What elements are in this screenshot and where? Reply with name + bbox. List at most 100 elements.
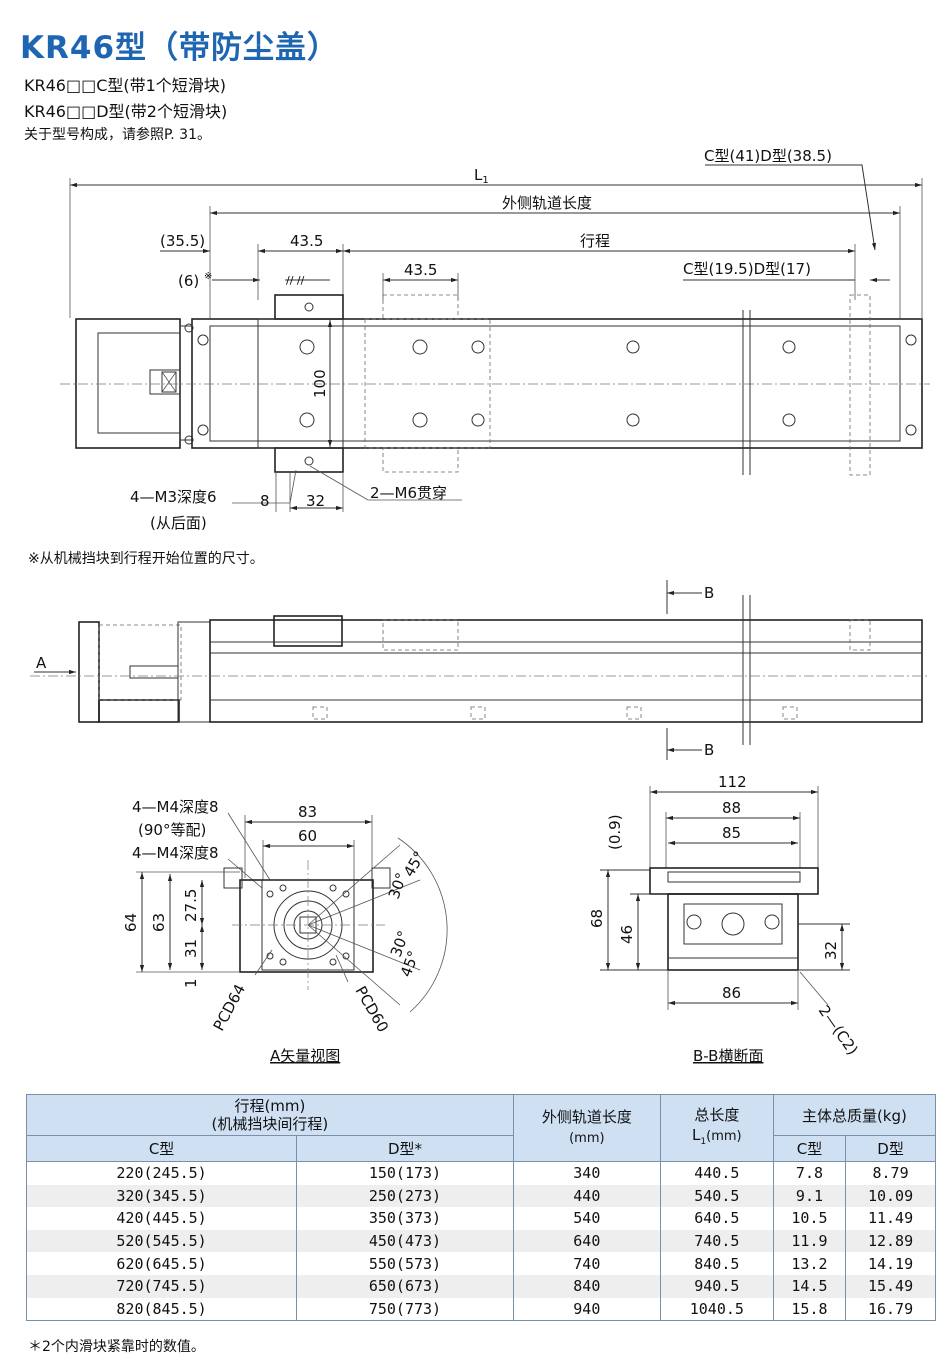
label-m4-a-pitch: (90°等配) — [138, 821, 206, 839]
cell-rail-length: 640 — [512, 1229, 661, 1253]
table-row: 620(645.5) 550(573) 740 840.5 13.2 14.19 — [25, 1252, 936, 1275]
label-pcd64: PCD64 — [210, 981, 249, 1034]
model-c-line: KR46□□C型(带1个短滑块) — [24, 76, 227, 95]
cell-stroke-d: 550(573) — [296, 1252, 514, 1275]
drawing-area: L1 C型(41)D型(38.5) 外侧轨道长度 (35.5) 43.5 行程 … — [28, 147, 930, 1065]
dim-32-bb: 32 — [822, 941, 840, 960]
slider-bracket-bottom — [274, 447, 344, 473]
dim-68: 68 — [588, 909, 606, 928]
top-view-footnote: ※从机械挡块到行程开始位置的尺寸。 — [28, 551, 264, 567]
cell-stroke-d: 150(173) — [296, 1161, 514, 1185]
table-row: 220(245.5) 150(173) 340 440.5 7.8 8.79 — [25, 1161, 936, 1185]
cell-rail-length: 340 — [512, 1161, 661, 1185]
cell-mass-d: 15.49 — [845, 1274, 936, 1298]
dim-88: 88 — [722, 799, 741, 817]
cell-rail-length: 940 — [512, 1297, 661, 1322]
cell-total-length: 740.5 — [659, 1229, 774, 1253]
side-view: B B A — [30, 580, 930, 760]
label-m4-b: 4—M4深度8 — [132, 844, 219, 862]
svg-text:// //: // // — [286, 274, 305, 287]
cell-mass-c: 14.5 — [772, 1274, 847, 1298]
bb-view-caption: B-B横断面 — [693, 1047, 763, 1065]
table-row: 720(745.5) 650(673) 840 940.5 14.5 15.49 — [25, 1274, 936, 1298]
rail-section — [667, 893, 799, 971]
cell-mass-c: 7.8 — [772, 1161, 847, 1185]
cell-mass-c: 10.5 — [772, 1207, 847, 1230]
label-m3-back: (从后面) — [150, 514, 207, 532]
label-pcd60: PCD60 — [352, 983, 393, 1035]
label-m3: 4—M3深度6 — [130, 488, 217, 506]
cell-mass-d: 12.89 — [845, 1229, 936, 1253]
bb-view: 112 88 85 (0.9) 68 46 32 86 2—(C2) — [588, 773, 862, 1065]
header-stroke-c: C型 — [25, 1135, 298, 1162]
dim-83: 83 — [298, 803, 317, 821]
header-stroke: 行程(mm)(机械挡块间行程) — [26, 1094, 514, 1136]
cell-total-length: 1040.5 — [659, 1297, 774, 1322]
cell-stroke-c: 420(445.5) — [25, 1207, 298, 1230]
side-rail-body — [209, 619, 923, 723]
cell-total-length: 840.5 — [659, 1252, 774, 1275]
cell-rail-length: 440 — [512, 1184, 661, 1208]
label-m6: 2—M6贯穿 — [370, 484, 447, 502]
table-row: 420(445.5) 350(373) 540 640.5 10.5 11.49 — [25, 1207, 936, 1230]
dim-0-9: (0.9) — [606, 814, 624, 850]
header-mass-d: D型 — [845, 1135, 936, 1162]
a-view-caption: A矢量视图 — [270, 1047, 340, 1065]
header-mass: 主体总质量(kg) — [772, 1094, 937, 1136]
header-rail-length: 外侧轨道长度(mm) — [512, 1094, 661, 1162]
top-view: L1 C型(41)D型(38.5) 外侧轨道长度 (35.5) 43.5 行程 … — [60, 147, 930, 532]
model-d-line: KR46□□D型(带2个短滑块) — [24, 102, 228, 121]
view-a-arrow: A — [36, 654, 47, 672]
table-row: 320(345.5) 250(273) 440 540.5 9.1 10.09 — [25, 1184, 936, 1208]
dim-86: 86 — [722, 984, 741, 1002]
dim-6: (6) — [178, 272, 199, 290]
section-b-top: B — [704, 584, 714, 602]
table-row: 520(545.5) 450(473) 640 740.5 11.9 12.89 — [25, 1229, 936, 1253]
dim-8: 8 — [260, 492, 270, 510]
cell-rail-length: 740 — [512, 1252, 661, 1275]
dim-cd-end: C型(41)D型(38.5) — [704, 147, 832, 165]
rail-body — [191, 318, 923, 449]
dim-cd-inner: C型(19.5)D型(17) — [683, 260, 811, 278]
dim-64: 64 — [122, 913, 140, 932]
cell-mass-c: 15.8 — [772, 1297, 847, 1322]
header-mass-c: C型 — [772, 1135, 847, 1162]
cell-stroke-c: 520(545.5) — [25, 1229, 298, 1253]
cell-rail-length: 840 — [512, 1274, 661, 1298]
dim-63: 63 — [150, 913, 168, 932]
dim-43-5-b: 43.5 — [404, 261, 437, 279]
dim-112: 112 — [718, 773, 747, 791]
dim-60: 60 — [298, 827, 317, 845]
label-m4-a: 4—M4深度8 — [132, 798, 219, 816]
cell-mass-c: 11.9 — [772, 1229, 847, 1253]
dim-31: 31 — [182, 939, 200, 958]
dim-27-5: 27.5 — [182, 889, 200, 922]
section-b-bottom: B — [704, 741, 714, 759]
dim-1: 1 — [182, 978, 200, 988]
table-footnote: ＊2个内滑块紧靠时的数值。 — [28, 1339, 205, 1355]
cell-rail-length: 540 — [512, 1207, 661, 1230]
cell-total-length: 440.5 — [659, 1161, 774, 1185]
a-view: 4—M4深度8 (90°等配) 4—M4深度8 83 60 30° 45° — [122, 798, 448, 1065]
dim-6-mark: ※ — [204, 271, 212, 282]
cell-stroke-d: 650(673) — [296, 1274, 514, 1298]
cell-mass-d: 11.49 — [845, 1207, 936, 1230]
dim-32: 32 — [306, 492, 325, 510]
cell-mass-d: 16.79 — [845, 1297, 936, 1322]
dim-stroke: 行程 — [580, 232, 610, 250]
dim-35-5: (35.5) — [160, 232, 205, 250]
motor-body — [75, 318, 181, 449]
dim-46: 46 — [618, 925, 636, 944]
page-title: KR46型（带防尘盖） — [20, 30, 340, 66]
cell-total-length: 940.5 — [659, 1274, 774, 1298]
cell-mass-d: 14.19 — [845, 1252, 936, 1275]
dim-l1: L1 — [474, 166, 489, 186]
header-stroke-d: D型* — [296, 1135, 514, 1162]
cell-total-length: 640.5 — [659, 1207, 774, 1230]
label-c2: 2—(C2) — [815, 1002, 862, 1058]
cell-stroke-d: 250(273) — [296, 1184, 514, 1208]
cell-mass-c: 9.1 — [772, 1184, 847, 1208]
cell-mass-d: 10.09 — [845, 1184, 936, 1208]
